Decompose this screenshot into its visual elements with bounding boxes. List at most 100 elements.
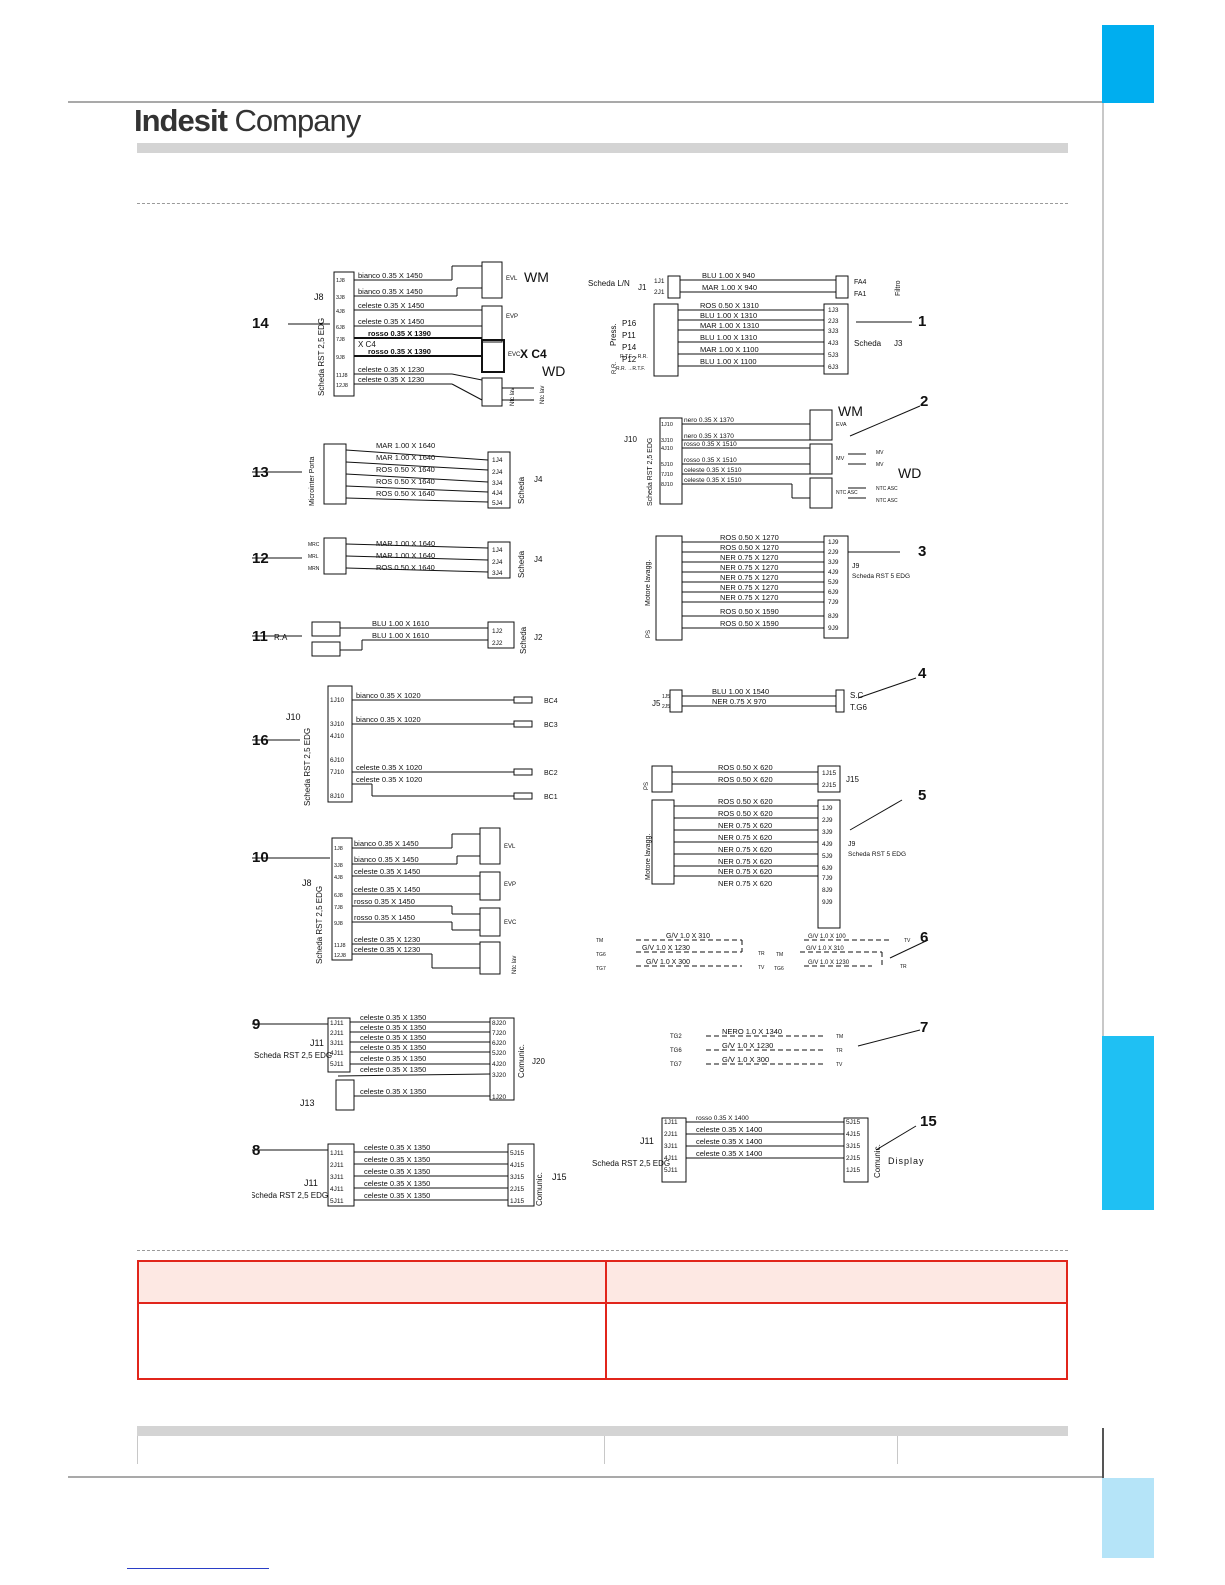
label-7: 7 (920, 1019, 928, 1036)
svg-text:3J9: 3J9 (828, 559, 839, 566)
svg-text:Filtro: Filtro (895, 280, 902, 296)
svg-text:celeste 0.35 X 1350: celeste 0.35 X 1350 (364, 1143, 430, 1152)
svg-text:EVA: EVA (836, 422, 847, 428)
svg-text:ROS 0.50 X 1640: ROS 0.50 X 1640 (376, 563, 435, 572)
header-bar (137, 143, 1068, 153)
svg-text:G/V 1.0 X 1230: G/V 1.0 X 1230 (722, 1041, 773, 1050)
svg-text:1J3: 1J3 (828, 307, 839, 314)
diagram-5 (651, 765, 903, 929)
svg-text:G/V 1.0 X 310: G/V 1.0 X 310 (806, 946, 844, 952)
section-tab-middle (1102, 1036, 1154, 1210)
svg-text:5J9: 5J9 (828, 579, 839, 586)
label-15: 15 (920, 1113, 937, 1130)
svg-text:G/V 1.0 X 1230: G/V 1.0 X 1230 (642, 945, 690, 952)
label-10: 10 (252, 849, 269, 866)
header-rule (68, 101, 1102, 103)
svg-text:3J8: 3J8 (336, 295, 345, 301)
svg-text:R.A: R.A (274, 633, 288, 642)
svg-text:1J9: 1J9 (822, 805, 833, 812)
svg-text:J1: J1 (638, 283, 647, 292)
svg-text:5J20: 5J20 (492, 1050, 506, 1057)
svg-text:P12: P12 (622, 355, 637, 364)
svg-text:celeste 0.35 X 1350: celeste 0.35 X 1350 (360, 1033, 426, 1042)
svg-text:rosso 0.35 X 1450: rosso 0.35 X 1450 (354, 913, 415, 922)
svg-text:1J11: 1J11 (330, 1020, 344, 1027)
svg-text:8J20: 8J20 (492, 1020, 506, 1027)
svg-text:J2: J2 (534, 633, 543, 642)
svg-text:4J4: 4J4 (492, 490, 503, 497)
svg-text:celeste 0.35 X 1350: celeste 0.35 X 1350 (360, 1023, 426, 1032)
svg-text:J4: J4 (534, 475, 543, 484)
svg-text:11J8: 11J8 (334, 943, 346, 949)
svg-text:celeste 0.35 X 1510: celeste 0.35 X 1510 (684, 477, 742, 484)
label-13: 13 (252, 464, 269, 481)
svg-text:rosso 0.35 X 1510: rosso 0.35 X 1510 (684, 441, 737, 448)
svg-text:BLU 1.00 X 1610: BLU 1.00 X 1610 (372, 631, 429, 640)
svg-text:7J8: 7J8 (336, 337, 345, 343)
svg-text:8J10: 8J10 (330, 793, 344, 800)
right-margin-line (1102, 103, 1104, 1036)
svg-text:J9: J9 (852, 563, 860, 570)
svg-text:3J8: 3J8 (334, 863, 343, 869)
svg-text:1J4: 1J4 (492, 457, 503, 464)
svg-text:4J3: 4J3 (828, 340, 839, 347)
svg-text:1J4: 1J4 (492, 547, 503, 554)
svg-text:ROS 0.50 X 620: ROS 0.50 X 620 (718, 797, 773, 806)
svg-text:1J10: 1J10 (330, 697, 344, 704)
svg-text:WD: WD (898, 465, 921, 481)
svg-text:4J9: 4J9 (828, 569, 839, 576)
svg-text:celeste 0.35 X 1230: celeste 0.35 X 1230 (354, 945, 420, 954)
svg-text:bianco 0.35 X 1450: bianco 0.35 X 1450 (358, 271, 423, 280)
d9-card: Scheda RST 2,5 EDG (254, 1051, 332, 1060)
svg-text:ROS 0.50 X 1640: ROS 0.50 X 1640 (376, 465, 435, 474)
svg-text:MV: MV (836, 456, 845, 462)
svg-text:bianco 0.35 X 1450: bianco 0.35 X 1450 (354, 839, 419, 848)
svg-text:BLU 1.00 X 1610: BLU 1.00 X 1610 (372, 619, 429, 628)
svg-text:PS: PS (646, 630, 652, 638)
svg-text:celeste 0.35 X 1230: celeste 0.35 X 1230 (354, 935, 420, 944)
svg-text:1J9: 1J9 (828, 539, 839, 546)
svg-text:celeste 0.35 X 1450: celeste 0.35 X 1450 (354, 885, 420, 894)
svg-text:NTC ASC: NTC ASC (836, 490, 858, 496)
svg-text:BC1: BC1 (544, 794, 558, 801)
svg-text:bianco 0.35 X 1450: bianco 0.35 X 1450 (354, 855, 419, 864)
svg-text:Scheda: Scheda (854, 339, 882, 348)
svg-text:celeste 0.35 X 1450: celeste 0.35 X 1450 (354, 867, 420, 876)
label-14: 14 (252, 315, 269, 332)
svg-text:celeste 0.35 X 1350: celeste 0.35 X 1350 (360, 1065, 426, 1074)
svg-text:6J3: 6J3 (828, 364, 839, 371)
svg-text:FA4: FA4 (854, 279, 867, 286)
svg-text:P16: P16 (622, 319, 637, 328)
svg-text:2J9: 2J9 (822, 817, 833, 824)
svg-text:BC4: BC4 (544, 698, 558, 705)
svg-text:celeste 0.35 X 1400: celeste 0.35 X 1400 (696, 1125, 762, 1134)
svg-text:3J10: 3J10 (330, 721, 344, 728)
svg-text:NER 0.75 X 620: NER 0.75 X 620 (718, 857, 772, 866)
footer-link-underline[interactable] (127, 1568, 269, 1569)
d15-card: Scheda RST 2,5 EDG (592, 1159, 670, 1168)
svg-text:MAR 1.00 X 1640: MAR 1.00 X 1640 (376, 441, 435, 450)
svg-text:celeste 0.35 X 1020: celeste 0.35 X 1020 (356, 775, 422, 784)
svg-text:3J20: 3J20 (492, 1072, 506, 1079)
svg-text:G/V 1.0 X 100: G/V 1.0 X 100 (808, 934, 846, 940)
svg-text:J3: J3 (894, 339, 903, 348)
svg-text:2J9: 2J9 (828, 549, 839, 556)
svg-text:celeste 0.35 X 1020: celeste 0.35 X 1020 (356, 763, 422, 772)
svg-text:ROS 0.50 X 1640: ROS 0.50 X 1640 (376, 489, 435, 498)
svg-text:7J8: 7J8 (334, 905, 343, 911)
footer-rule (68, 1476, 1102, 1478)
svg-text:Comunic.: Comunic. (535, 1172, 544, 1206)
svg-text:2J4: 2J4 (492, 469, 503, 476)
svg-text:TG7: TG7 (596, 966, 606, 972)
svg-text:ROS 0.50 X 1270: ROS 0.50 X 1270 (720, 543, 779, 552)
svg-text:6J9: 6J9 (822, 865, 833, 872)
svg-text:1J20: 1J20 (492, 1094, 506, 1101)
svg-text:Scheda RST 2,5 EDG: Scheda RST 2,5 EDG (303, 728, 312, 806)
svg-text:FA1: FA1 (854, 291, 867, 298)
svg-text:11J8: 11J8 (336, 373, 348, 379)
svg-text:Microinter Porta: Microinter Porta (309, 456, 316, 506)
svg-text:4J8: 4J8 (334, 875, 343, 881)
svg-text:1J11: 1J11 (330, 1150, 344, 1157)
svg-text:1J8: 1J8 (336, 278, 345, 284)
svg-text:celeste 0.35 X 1350: celeste 0.35 X 1350 (364, 1179, 430, 1188)
